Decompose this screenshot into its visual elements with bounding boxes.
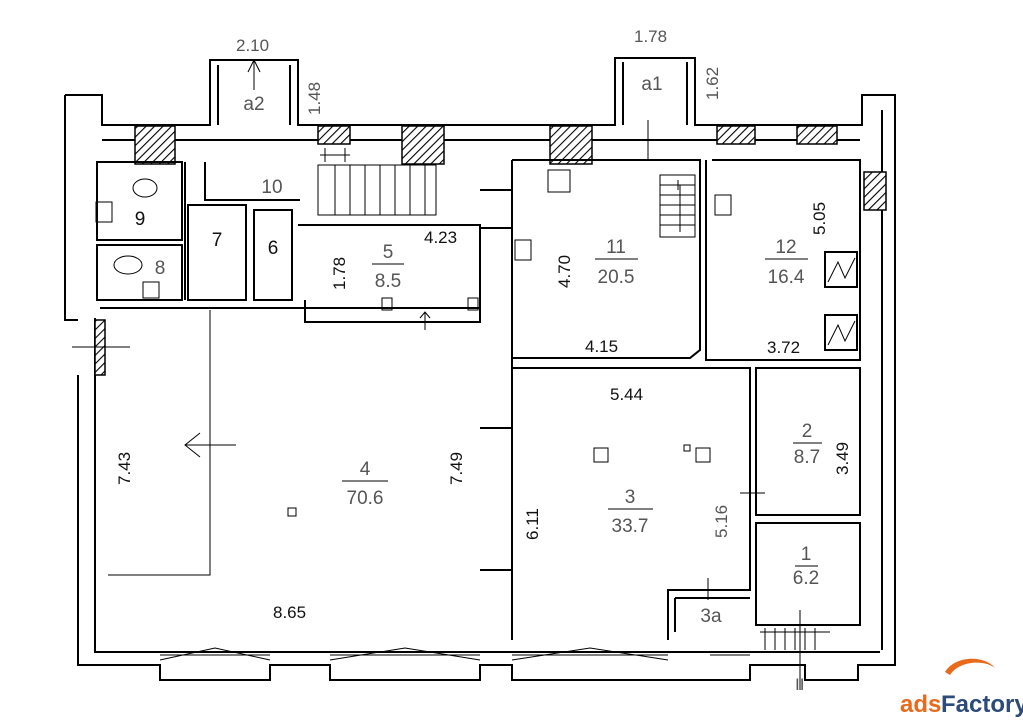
dim-r4-right: 7.49 [447, 452, 466, 485]
dim-r4-left: 7.43 [115, 452, 134, 485]
dim-r3-right: 5.16 [712, 505, 731, 538]
room-12-number: 12 [775, 237, 796, 258]
dim-r3-left: 6.11 [523, 508, 542, 540]
dimension-labels: 2.10 1.48 1.78 1.62 7.43 7.49 8.65 1.78 … [115, 27, 852, 694]
room-a2-number: a2 [243, 94, 264, 115]
hatched-columns [94, 125, 887, 376]
room-8-number: 8 [155, 258, 166, 279]
room-1-number: 1 [801, 544, 812, 565]
room-2-number: 2 [802, 421, 813, 442]
room-labels: 1 6.2 2 8.7 3 33.7 3a 4 70.6 5 8.5 6 7 8… [135, 74, 822, 627]
room-3a-number: 3a [700, 606, 722, 627]
room-4-number: 4 [360, 459, 371, 480]
room-3-number: 3 [625, 487, 636, 508]
room-5-area: 8.5 [375, 271, 401, 292]
room-11-area: 20.5 [598, 267, 635, 288]
room-9-number: 9 [135, 209, 146, 230]
marker-ii: II [795, 675, 804, 694]
room-a1-number: a1 [641, 74, 662, 95]
dim-a1-width: 1.78 [634, 27, 667, 46]
dim-a1-height: 1.62 [703, 67, 722, 100]
logo-ads: ads [900, 691, 941, 718]
dim-r3-top: 5.44 [610, 385, 643, 404]
dim-r12-width: 3.72 [767, 338, 800, 357]
room-7-number: 7 [212, 230, 223, 251]
logo-swirl-icon [945, 658, 995, 675]
room-12-area: 16.4 [768, 267, 805, 288]
dim-r12-height: 5.05 [810, 202, 829, 235]
dim-r4-bottom: 8.65 [273, 603, 306, 622]
dim-a2-width: 2.10 [236, 36, 269, 55]
room-5-number: 5 [383, 242, 394, 263]
interior-walls [72, 58, 861, 690]
logo-factory: Factory [941, 691, 1023, 718]
dim-r5-width: 4.23 [424, 228, 457, 247]
adsfactory-logo: ads Factory [900, 658, 1023, 718]
dim-r5-height: 1.78 [330, 257, 349, 290]
dim-r2-height: 3.49 [833, 442, 852, 475]
dim-r11-height: 4.70 [555, 255, 574, 288]
room-10-number: 10 [261, 177, 282, 198]
room-11-number: 11 [606, 237, 626, 258]
dim-r11-width: 4.15 [585, 337, 618, 356]
room-4-area: 70.6 [347, 488, 384, 509]
room-1-area: 6.2 [793, 568, 819, 589]
room-6-number: 6 [268, 238, 279, 259]
room-3-area: 33.7 [612, 516, 649, 537]
room-2-area: 8.7 [794, 447, 820, 468]
dim-a2-height: 1.48 [305, 82, 324, 115]
